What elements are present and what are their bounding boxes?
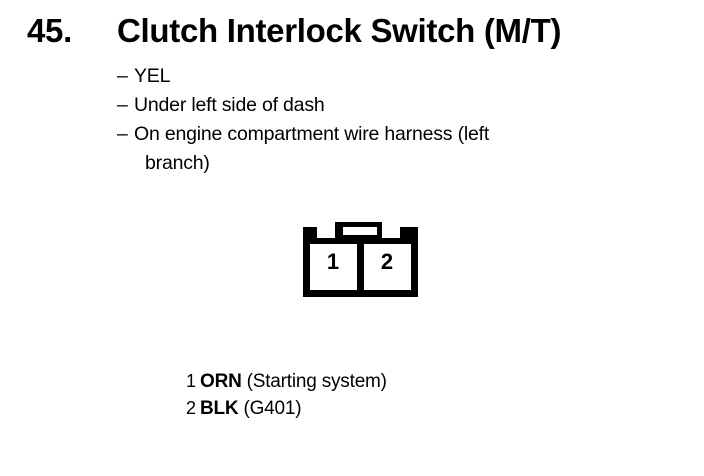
pin-row-2: 2 BLK (G401): [186, 395, 387, 422]
detail-item-harness: – On engine compartment wire harness (le…: [117, 120, 489, 178]
detail-list: – YEL – Under left side of dash – On eng…: [117, 62, 489, 178]
detail-text-line1: On engine compartment wire harness (left: [134, 123, 490, 145]
detail-text: On engine compartment wire harness (left…: [134, 120, 489, 178]
connector-cavity-1: [310, 244, 357, 290]
section-number: 45.: [27, 12, 72, 49]
detail-text: YEL: [134, 65, 171, 87]
detail-text-line2: branch): [145, 152, 210, 174]
connector-diagram: 1 2: [303, 222, 418, 297]
pin-legend: 1 ORN (Starting system) 2 BLK (G401): [186, 368, 387, 422]
pin-wire-color: ORN: [200, 371, 242, 392]
dash-bullet: –: [117, 94, 128, 116]
detail-item-location: – Under left side of dash: [117, 91, 489, 120]
pin-wire-color: BLK: [200, 398, 239, 419]
detail-item-wire-color: – YEL: [117, 62, 489, 91]
cavity-label-2: 2: [381, 249, 393, 274]
pin-description: (Starting system): [246, 371, 387, 392]
pin-row-1: 1 ORN (Starting system): [186, 368, 387, 395]
pin-number: 2: [186, 398, 196, 418]
cavity-label-1: 1: [327, 249, 339, 274]
connector-drawing: 1 2: [303, 222, 418, 297]
detail-text: Under left side of dash: [134, 94, 325, 116]
page-title: Clutch Interlock Switch (M/T): [117, 12, 562, 49]
connector-latch-slot: [343, 227, 377, 235]
section-heading: 45. Clutch Interlock Switch (M/T): [0, 11, 704, 51]
connector-cavity-2: [364, 244, 411, 290]
dash-bullet: –: [117, 123, 128, 145]
pin-number: 1: [186, 371, 196, 391]
pin-description: (G401): [243, 398, 302, 419]
dash-bullet: –: [117, 65, 128, 87]
